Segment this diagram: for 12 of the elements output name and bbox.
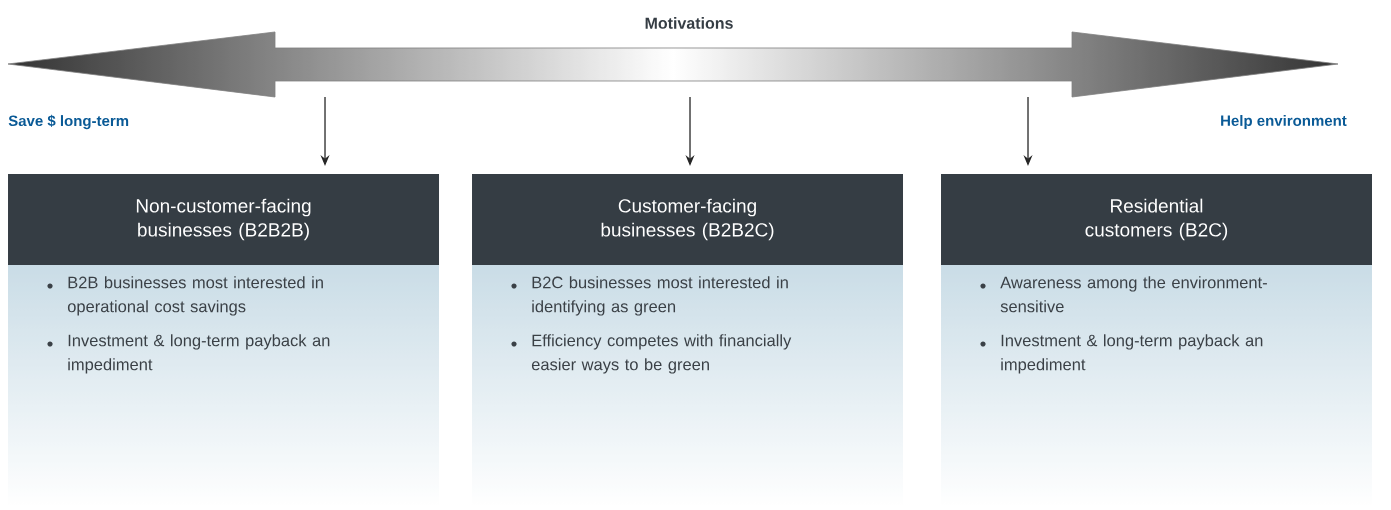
axis-end-label: Help environment bbox=[1221, 115, 1347, 129]
bullet-item: Efficiency competes with financially easier ways to be green bbox=[531, 334, 792, 374]
axis-end-label: Save $ long-term bbox=[8, 114, 129, 130]
title: Motivations bbox=[645, 17, 733, 29]
bullet-item: Investment & long-term payback an impediment bbox=[1001, 334, 1263, 374]
bullet-item: Awareness among the environment-sensitive bbox=[1000, 276, 1267, 313]
panel-heading: Non-customer-facing businesses (B2B2B) bbox=[136, 198, 311, 241]
bullet-item: B2B businesses most interested in operational cost savings bbox=[67, 276, 323, 316]
bullet-item: Investment & long-term payback an impediment bbox=[68, 334, 330, 374]
bullet-item: B2C businesses most interested in identifying as green bbox=[532, 276, 788, 316]
panel-heading: Customer-facing businesses (B2B2C) bbox=[601, 198, 774, 241]
panel-heading: Residential customers (B2C) bbox=[1085, 198, 1228, 241]
